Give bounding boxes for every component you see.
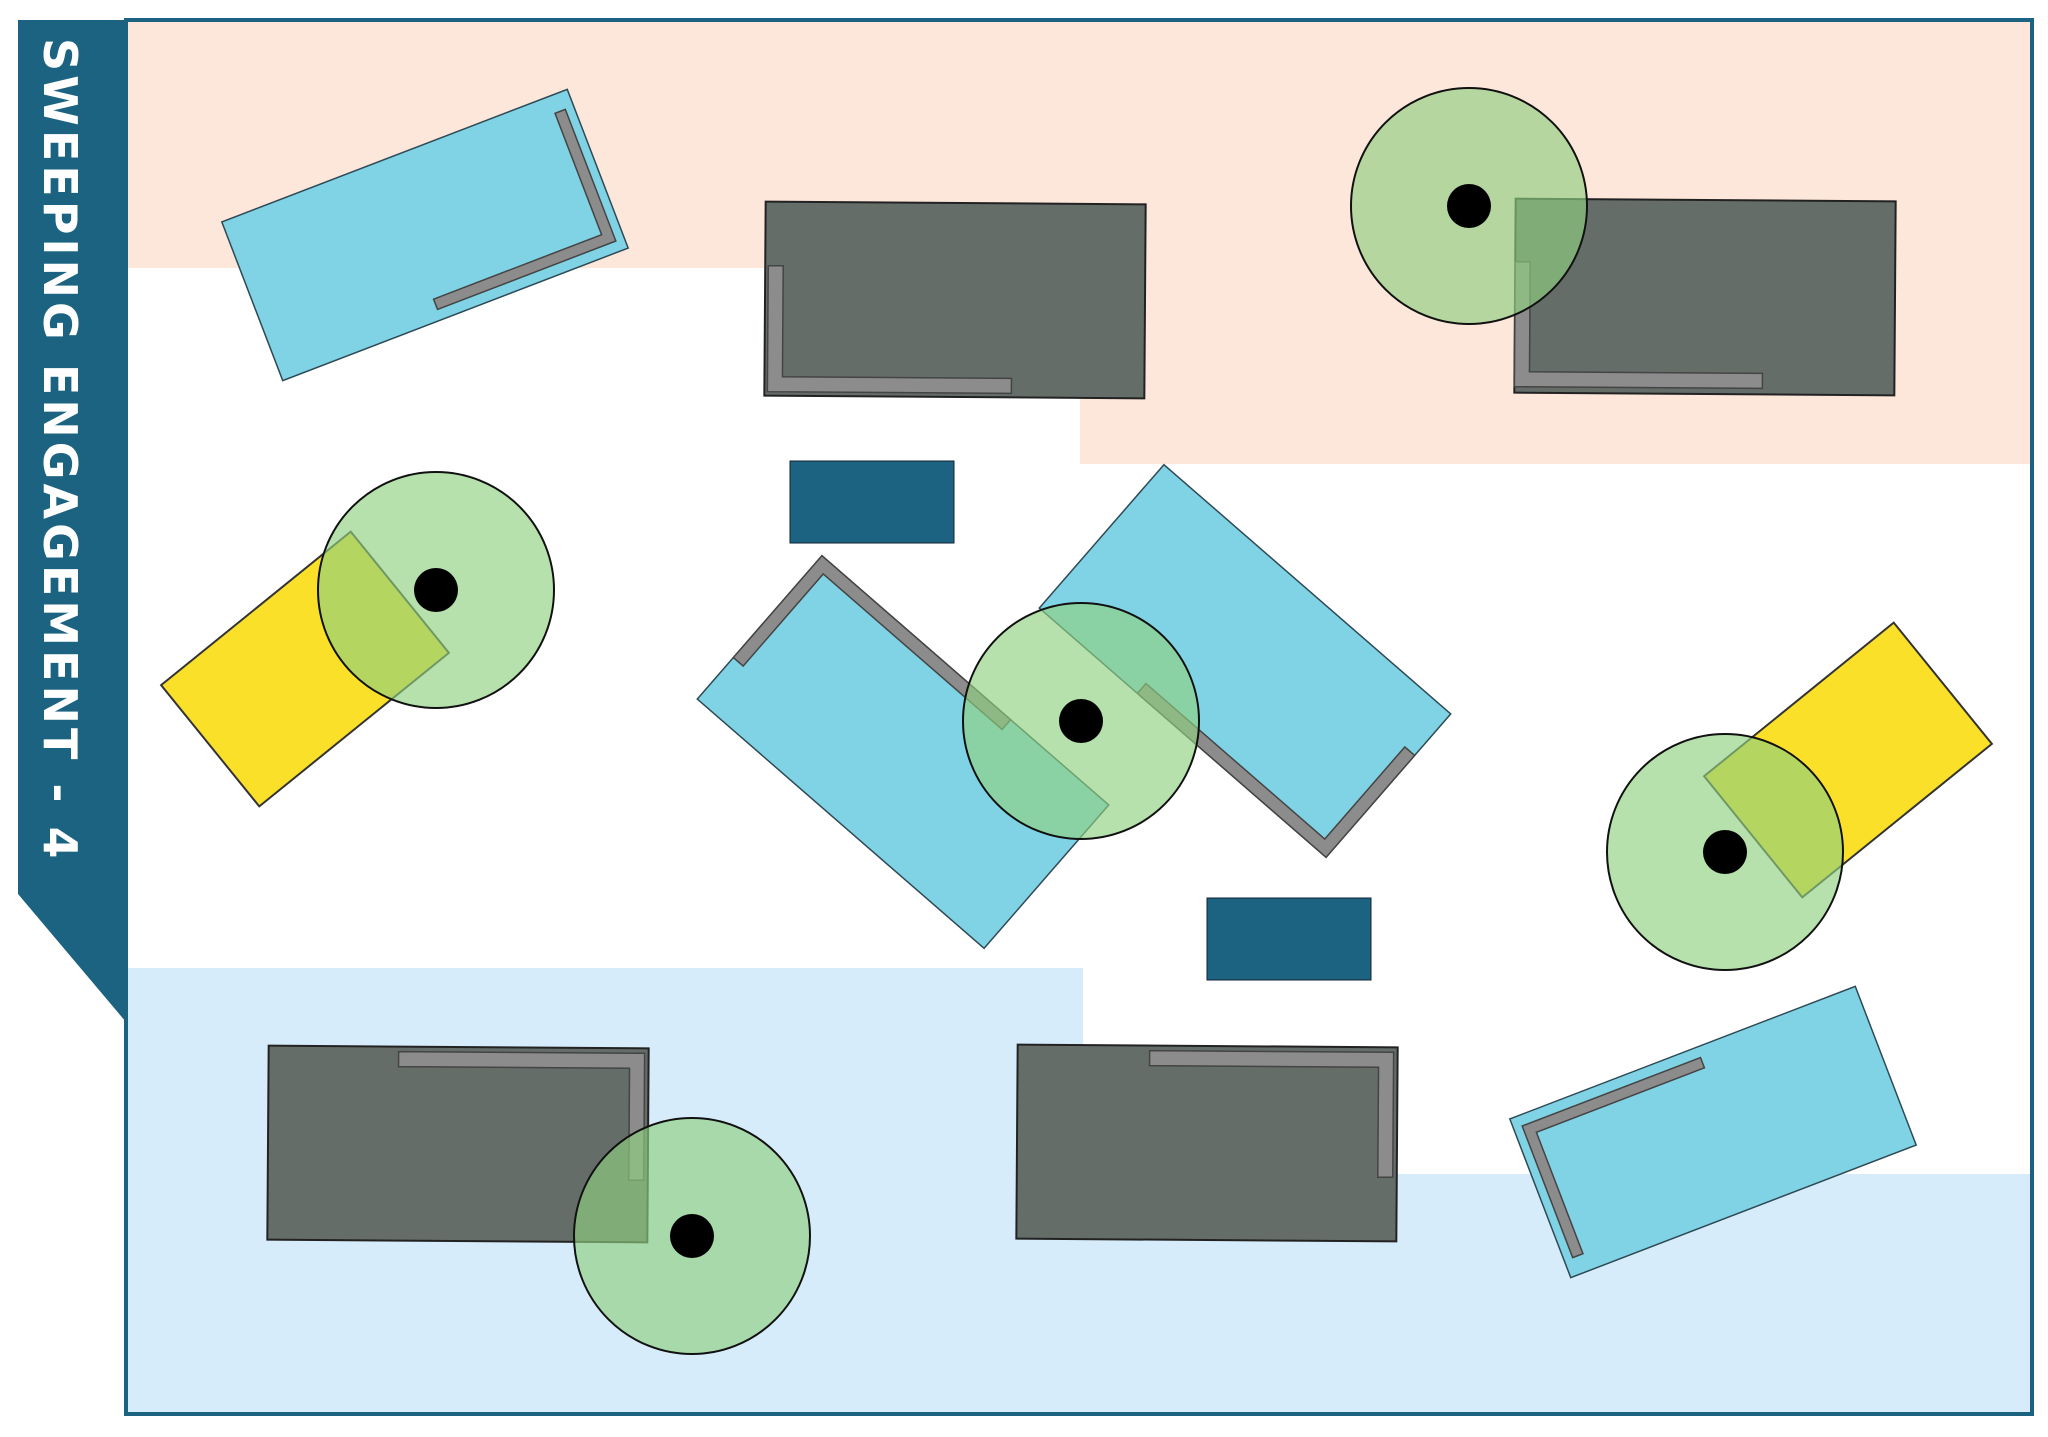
objective-top-right[interactable] <box>1350 87 1588 325</box>
objective-marker-icon[interactable] <box>1447 184 1491 228</box>
ruin-wall <box>1521 1056 1706 1259</box>
objective-marker-icon[interactable] <box>1703 830 1747 874</box>
ruin-wall <box>1148 1049 1395 1179</box>
ruin-bottom-left <box>266 1044 650 1244</box>
map-title: SWEEPING ENGAGEMENT - 4 <box>33 38 87 862</box>
ruin-floor <box>1015 1043 1399 1243</box>
objective-marker-icon[interactable] <box>670 1214 714 1258</box>
ruin-bottom-center <box>1015 1043 1399 1243</box>
objective-center[interactable] <box>962 602 1200 840</box>
ruin-top-center <box>763 200 1147 400</box>
small-terrain-bottom <box>1206 897 1372 981</box>
ruin-top-left <box>220 88 630 382</box>
ruin-floor <box>1508 985 1918 1279</box>
ruin-wall <box>432 108 617 311</box>
objective-marker-icon[interactable] <box>414 568 458 612</box>
objective-marker-icon[interactable] <box>1059 699 1103 743</box>
objective-left[interactable] <box>317 471 555 709</box>
objective-bottom-left[interactable] <box>573 1117 811 1355</box>
ruin-wall <box>766 264 1013 395</box>
small-terrain-top <box>789 460 955 544</box>
ruin-floor <box>763 200 1147 400</box>
ruin-floor <box>220 88 630 382</box>
title-banner <box>18 20 126 1022</box>
ruin-bottom-right <box>1508 985 1918 1279</box>
objective-right[interactable] <box>1606 733 1844 971</box>
